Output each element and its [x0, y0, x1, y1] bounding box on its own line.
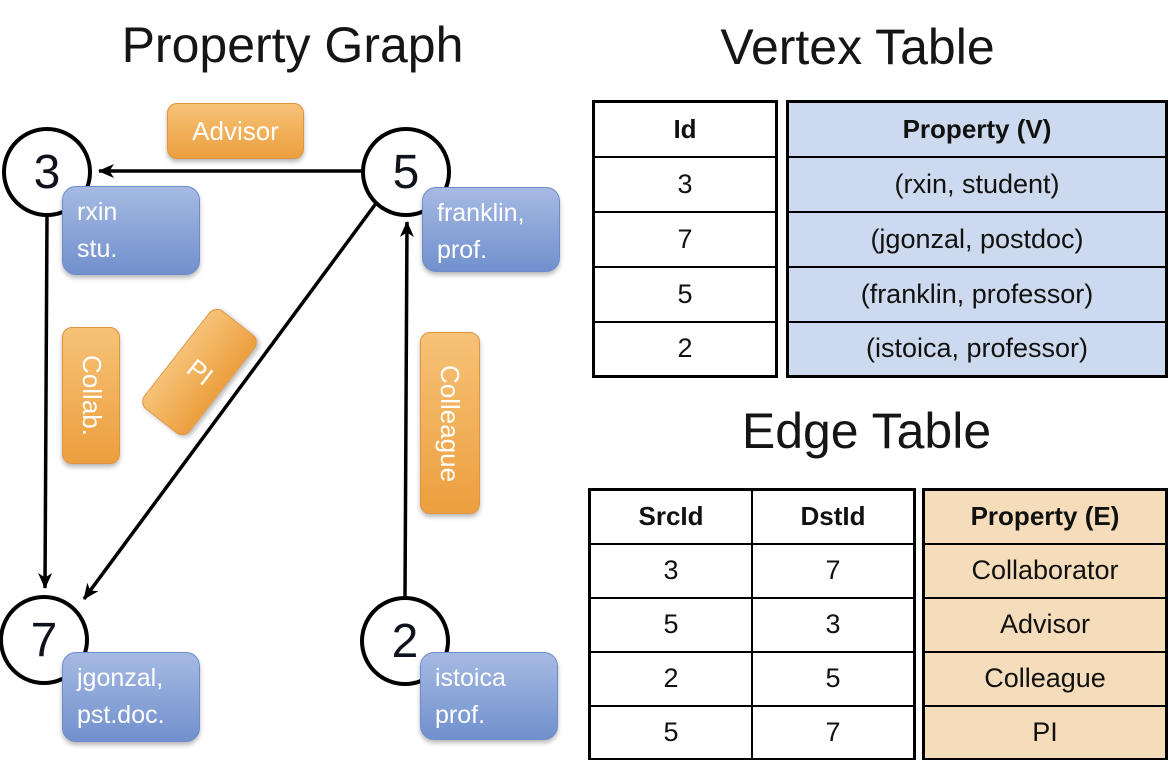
edge-property-cell: Colleague [922, 650, 1168, 707]
vertex-id-cell: 2 [592, 320, 778, 378]
property-line: rxin [77, 198, 118, 226]
node-property-franklin: franklin, prof. [422, 187, 560, 272]
edge-table-id-columns: SrcId DstId 3 7 5 3 2 5 5 7 [588, 488, 916, 760]
vertex-property-cell: (rxin, student) [786, 155, 1168, 213]
edge-dstid-header: DstId [751, 488, 916, 545]
node-id-label: 5 [392, 145, 420, 199]
vertex-property-header: Property (V) [786, 100, 1168, 158]
edge-property-header: Property (E) [922, 488, 1168, 545]
edge-dstid-cell: 7 [751, 704, 916, 760]
edge-property-cell: Advisor [922, 596, 1168, 653]
edge-table-title: Edge Table [741, 403, 992, 459]
vertex-id-cell: 3 [592, 155, 778, 213]
edge-dstid-cell: 3 [751, 596, 916, 653]
edge-dstid-cell: 7 [751, 542, 916, 599]
graph-node-2: 2 [360, 596, 450, 686]
edge-dstid-cell: 5 [751, 650, 916, 707]
node-id-label: 2 [391, 614, 419, 668]
edge-table-property-column: Property (E) Collaborator Advisor Collea… [922, 488, 1168, 760]
vertex-table-title: Vertex Table [720, 19, 995, 75]
edge-label-text: Colleague [435, 364, 466, 482]
edge-srcid-header: SrcId [588, 488, 753, 545]
edge-property-cell: PI [922, 704, 1168, 760]
edge-arrow-3-to-7 [38, 214, 53, 589]
vertex-property-cell: (franklin, professor) [786, 265, 1168, 323]
edge-label-text: Collab. [76, 355, 107, 436]
edge-property-cell: Collaborator [922, 542, 1168, 599]
node-id-label: 3 [33, 145, 61, 199]
edge-srcid-cell: 5 [588, 596, 753, 653]
property-line: franklin, [437, 199, 525, 227]
node-property-jgonzal: jgonzal, pst.doc. [62, 652, 200, 742]
vertex-table-property-column: Property (V) (rxin, student) (jgonzal, p… [786, 100, 1168, 378]
edge-srcid-cell: 5 [588, 704, 753, 760]
property-graph-title: Property Graph [121, 17, 464, 73]
edge-arrow-2-to-5 [399, 221, 414, 599]
node-property-istoica: istoica prof. [420, 652, 558, 740]
vertex-property-cell: (istoica, professor) [786, 320, 1168, 378]
vertex-table-id-column: Id 3 7 5 2 [592, 100, 778, 378]
node-id-label: 7 [30, 613, 58, 667]
edge-srcid-cell: 3 [588, 542, 753, 599]
vertex-id-header: Id [592, 100, 778, 158]
property-line: prof. [435, 701, 486, 729]
edge-label-collab: Collab. [62, 327, 120, 464]
vertex-property-cell: (jgonzal, postdoc) [786, 210, 1168, 268]
vertex-id-cell: 7 [592, 210, 778, 268]
edge-label-text: Advisor [192, 115, 279, 146]
property-line: stu. [77, 235, 118, 263]
graph-node-5: 5 [361, 127, 451, 217]
graph-edges [38, 164, 414, 601]
property-line: prof. [437, 236, 488, 264]
edge-label-text: PI [180, 352, 219, 391]
node-property-rxin: rxin stu. [62, 186, 200, 275]
vertex-id-cell: 5 [592, 265, 778, 323]
property-line: pst.doc. [77, 701, 165, 729]
edge-arrow-5-to-7 [82, 200, 379, 601]
edge-label-colleague: Colleague [420, 332, 480, 514]
property-line: jgonzal, [77, 664, 164, 692]
edge-label-advisor: Advisor [167, 103, 304, 159]
property-line: istoica [435, 664, 506, 692]
edge-srcid-cell: 2 [588, 650, 753, 707]
